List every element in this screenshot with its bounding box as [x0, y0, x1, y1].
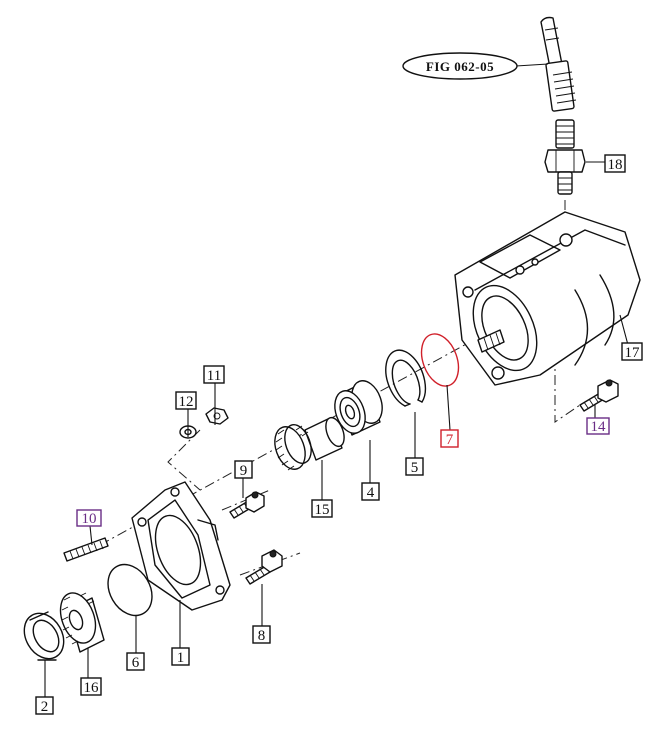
- callout-2-text: 2: [41, 699, 49, 715]
- callout-5[interactable]: 5: [405, 457, 424, 476]
- callout-1[interactable]: 1: [171, 647, 190, 666]
- callout-1-text: 1: [177, 650, 185, 666]
- spline-coupling-gear[interactable]: [54, 588, 105, 653]
- callout-17-text: 17: [625, 345, 641, 361]
- callout-5-text: 5: [411, 460, 419, 476]
- hydraulic-hose[interactable]: [540, 16, 577, 112]
- figure-reference-callout[interactable]: FIG 062-05: [402, 52, 518, 80]
- drive-gear-shaft[interactable]: [269, 415, 347, 473]
- callout-4[interactable]: 4: [361, 482, 380, 501]
- callout-10[interactable]: 10: [76, 509, 102, 527]
- callout-18-text: 18: [608, 157, 623, 173]
- callout-15-text: 15: [315, 502, 330, 518]
- ball-bearing[interactable]: [329, 377, 387, 438]
- callout-16-text: 16: [84, 680, 100, 696]
- callout-14-text: 14: [591, 419, 607, 435]
- callout-8-text: 8: [258, 628, 266, 644]
- hex-nut[interactable]: [205, 407, 229, 425]
- leader-lines: [44, 63, 629, 697]
- o-ring-seal[interactable]: [415, 329, 465, 391]
- callout-7-text: 7: [446, 432, 454, 448]
- callout-12[interactable]: 12: [175, 391, 197, 410]
- callout-12-text: 12: [179, 394, 194, 410]
- callout-9-text: 9: [240, 463, 248, 479]
- adapter-fitting[interactable]: [544, 119, 586, 195]
- callout-6-text: 6: [132, 655, 140, 671]
- callout-4-text: 4: [367, 485, 375, 501]
- hydraulic-pump-body[interactable]: [454, 211, 641, 386]
- adapter-plate[interactable]: [131, 481, 231, 611]
- callout-6[interactable]: 6: [126, 652, 145, 671]
- snap-ring[interactable]: [385, 349, 427, 407]
- callout-9[interactable]: 9: [234, 460, 253, 479]
- callout-11-text: 11: [207, 368, 221, 384]
- callout-2[interactable]: 2: [35, 696, 54, 715]
- callout-14[interactable]: 14: [586, 417, 610, 435]
- callout-11[interactable]: 11: [203, 365, 225, 384]
- callout-10-text: 10: [82, 511, 97, 527]
- pump-mounting-bolt[interactable]: [579, 379, 619, 412]
- cap-screw-upper[interactable]: [229, 491, 265, 519]
- stud-bolt[interactable]: [63, 537, 109, 562]
- callout-7[interactable]: 7: [440, 429, 459, 448]
- gasket[interactable]: [99, 557, 161, 624]
- figure-reference-text: FIG 062-05: [426, 59, 494, 74]
- callout-17[interactable]: 17: [621, 342, 643, 361]
- callout-8[interactable]: 8: [252, 625, 271, 644]
- cap-screw-lower[interactable]: [245, 549, 283, 585]
- retaining-collar[interactable]: [16, 606, 71, 666]
- callout-18[interactable]: 18: [604, 154, 626, 173]
- callout-15[interactable]: 15: [311, 499, 333, 518]
- callout-16[interactable]: 16: [80, 677, 102, 696]
